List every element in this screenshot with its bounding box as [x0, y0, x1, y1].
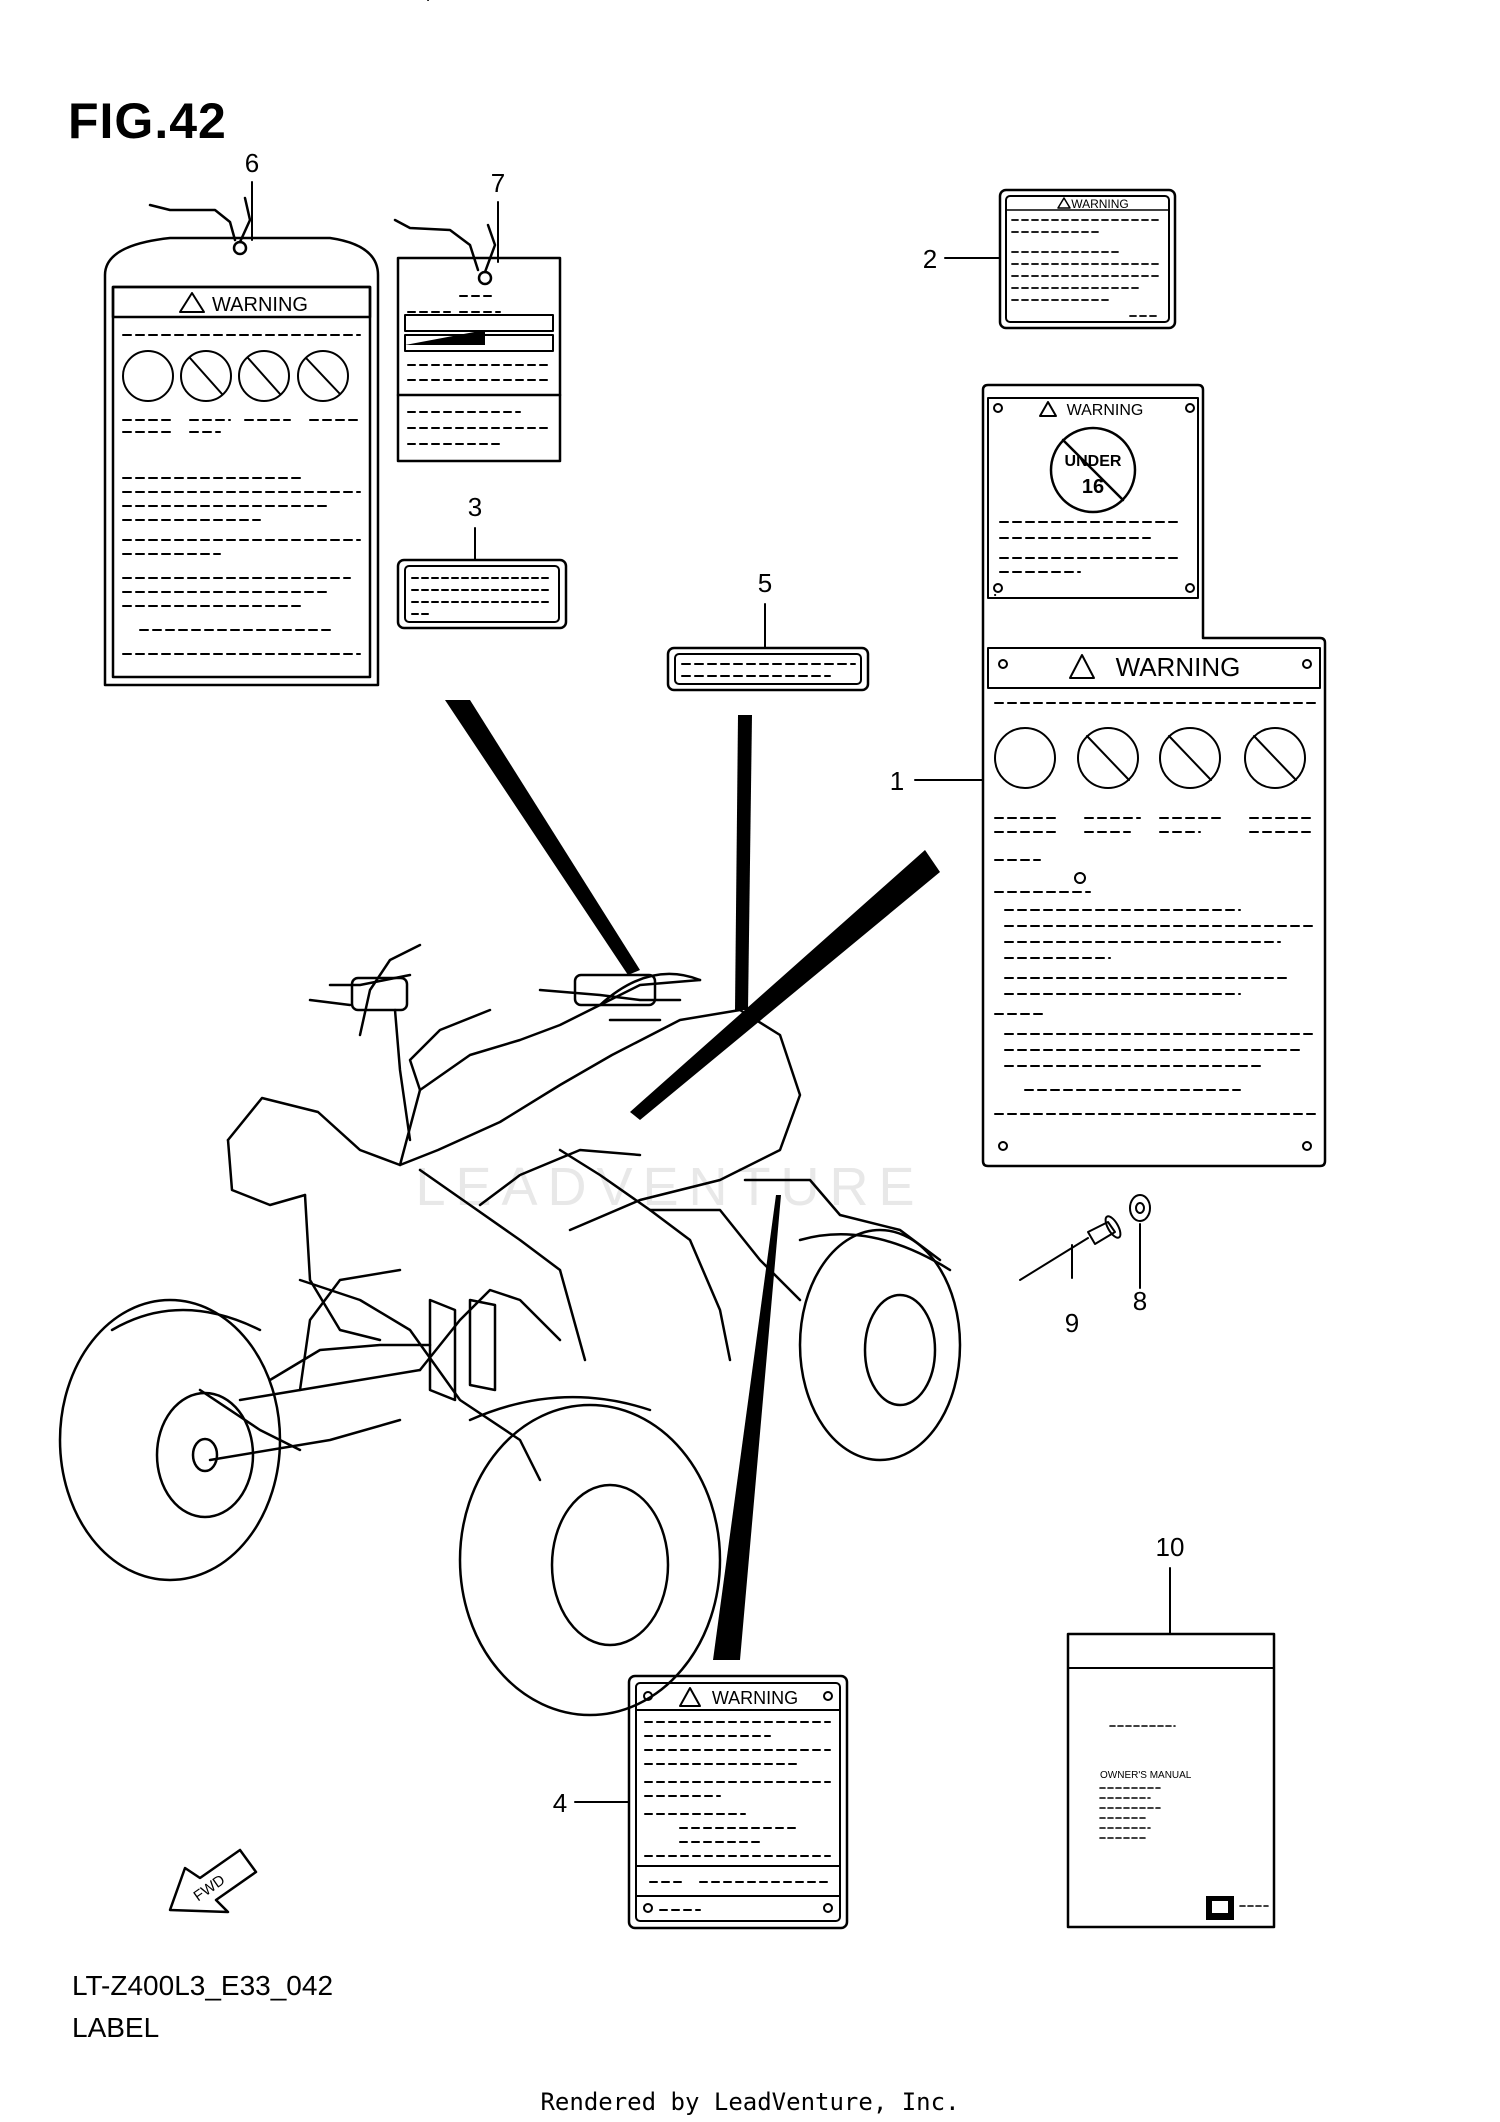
label-5 — [666, 646, 870, 692]
callout-7: 7 — [491, 168, 505, 198]
leader-wedges — [445, 700, 940, 1660]
fwd-arrow-icon: FWD — [168, 1848, 258, 1914]
label-6-warning-text: WARNING — [212, 294, 308, 316]
render-credit: Rendered by LeadVenture, Inc. — [540, 2088, 960, 2116]
watermark: LEADVENTURE — [415, 1157, 924, 1217]
part-9-rivet — [1019, 1215, 1122, 1281]
label-4-warning-text: WARNING — [712, 1688, 798, 1708]
callout-9: 9 — [1065, 1308, 1079, 1338]
callout-1: 1 — [890, 766, 904, 796]
callout-10: 10 — [1156, 1532, 1185, 1562]
callout-lines — [251, 181, 1171, 1803]
part-10-owners-manual: OWNER'S MANUAL — [1066, 1632, 1276, 1929]
label-1-warning-text-top: WARNING — [1067, 402, 1144, 419]
label-3 — [396, 558, 568, 630]
figure-title: FIG.42 — [68, 93, 227, 149]
figure-caption: LABEL — [72, 2012, 160, 2043]
callout-5: 5 — [758, 568, 772, 598]
callout-numbers: 1 2 3 4 5 6 7 8 9 10 — [245, 148, 1185, 1818]
callout-4: 4 — [553, 1788, 567, 1818]
part-8-washer — [1129, 1194, 1151, 1222]
callout-2: 2 — [923, 244, 937, 274]
owners-manual-text: OWNER'S MANUAL — [1100, 1770, 1192, 1781]
label-1-warning-text: WARNING — [1116, 652, 1241, 682]
label-2-warning-text: WARNING — [1071, 197, 1129, 211]
label-1: WARNING UNDER 16 WARNING — [427, 0, 1327, 1168]
figure-code: LT-Z400L3_E33_042 — [72, 1970, 334, 2001]
atv-illustration — [58, 943, 962, 1717]
label-4: WARNING — [627, 1674, 849, 1930]
age-warning-number: 16 — [1082, 476, 1104, 498]
age-warning-top: UNDER — [1065, 453, 1122, 470]
callout-6: 6 — [245, 148, 259, 178]
callout-3: 3 — [468, 492, 482, 522]
label-2: WARNING — [998, 188, 1177, 330]
label-6-hang-tag: WARNING — [103, 196, 380, 687]
callout-8: 8 — [1133, 1286, 1147, 1316]
label-7-hang-tag — [393, 218, 562, 463]
